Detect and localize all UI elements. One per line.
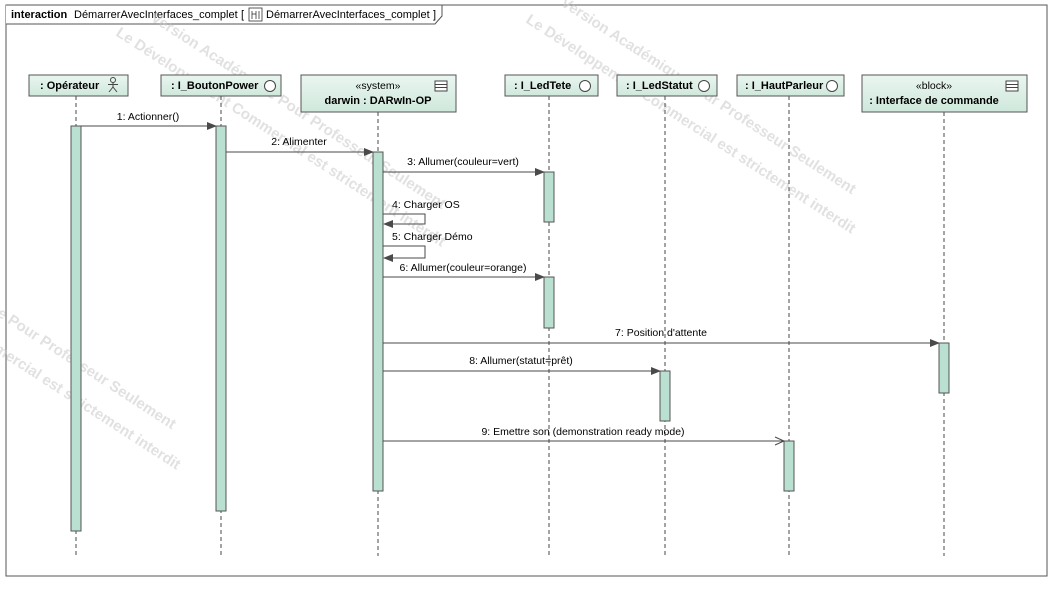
lifeline-name-ledtete: : I_LedTete bbox=[514, 80, 571, 92]
frame-keyword: interaction bbox=[11, 9, 68, 21]
message-labels: 1: Actionner() 2: Alimenter 3: Allumer(c… bbox=[117, 111, 707, 438]
diagram-reference-icon bbox=[248, 7, 263, 22]
lifeline-name-boutonpower: : I_BoutonPower bbox=[171, 80, 259, 92]
message-8-label: 8: Allumer(statut=prêt) bbox=[469, 355, 573, 367]
lifeline-stereotype-interface: «block» bbox=[916, 80, 952, 92]
interface-icon bbox=[826, 80, 838, 92]
lifeline-hautparleur[interactable]: : I_HautParleur bbox=[736, 74, 845, 97]
message-3-label: 3: Allumer(couleur=vert) bbox=[407, 156, 519, 168]
activation-ledtete-2 bbox=[543, 276, 555, 329]
activation-ledtete-1 bbox=[543, 171, 555, 223]
message-4-arrow[interactable] bbox=[383, 213, 426, 228]
messages bbox=[81, 122, 940, 446]
lifeline-darwin[interactable]: «system» darwin : DARwIn-OP bbox=[300, 74, 457, 113]
message-9-arrow[interactable] bbox=[383, 436, 786, 446]
activation-darwin bbox=[372, 151, 384, 492]
message-1-label: 1: Actionner() bbox=[117, 111, 179, 123]
interface-icon bbox=[698, 80, 710, 92]
lifeline-name-ledstatut: : I_LedStatut bbox=[626, 80, 693, 92]
message-5-arrow[interactable] bbox=[383, 245, 426, 262]
interface-icon bbox=[579, 80, 591, 92]
message-5-label: 5: Charger Démo bbox=[392, 231, 473, 243]
message-2-label: 2: Alimenter bbox=[271, 136, 327, 148]
lifeline-operateur[interactable]: : Opérateur bbox=[28, 74, 129, 97]
lifeline-stereotype-darwin: «system» bbox=[356, 80, 401, 92]
activation-operateur bbox=[70, 125, 82, 532]
block-icon bbox=[1005, 80, 1019, 92]
lifeline-name-hautparleur: : I_HautParleur bbox=[745, 80, 824, 92]
lifeline-name-darwin: darwin : DARwIn-OP bbox=[325, 95, 432, 107]
activation-interface bbox=[938, 342, 950, 394]
frame-title-tab bbox=[6, 4, 443, 25]
block-icon bbox=[434, 80, 448, 92]
message-9-label: 9: Emettre son (demonstration ready mode… bbox=[481, 426, 684, 438]
message-7-label: 7: Position d'attente bbox=[615, 327, 707, 339]
interface-icon bbox=[264, 80, 276, 92]
lifeline-boutonpower[interactable]: : I_BoutonPower bbox=[160, 74, 282, 97]
activation-boutonpower bbox=[215, 125, 227, 512]
activation-bars bbox=[70, 125, 950, 532]
lifeline-ledstatut[interactable]: : I_LedStatut bbox=[616, 74, 718, 97]
frame-reference: DémarrerAvecInterfaces_complet bbox=[266, 9, 430, 21]
lifeline-interface[interactable]: «block» : Interface de commande bbox=[861, 74, 1028, 113]
activation-ledstatut bbox=[659, 370, 671, 422]
message-6-label: 6: Allumer(couleur=orange) bbox=[400, 262, 527, 274]
activation-hautparleur bbox=[783, 440, 795, 492]
lifeline-name-interface: : Interface de commande bbox=[869, 95, 999, 107]
lifeline-ledtete[interactable]: : I_LedTete bbox=[504, 74, 599, 97]
frame-ref-close: ] bbox=[433, 9, 436, 21]
frame-name: DémarrerAvecInterfaces_complet bbox=[74, 9, 238, 21]
actor-icon bbox=[108, 77, 118, 93]
lifeline-name-operateur: : Opérateur bbox=[40, 80, 100, 92]
message-4-label: 4: Charger OS bbox=[392, 199, 460, 211]
frame-ref-open: [ bbox=[241, 9, 244, 21]
